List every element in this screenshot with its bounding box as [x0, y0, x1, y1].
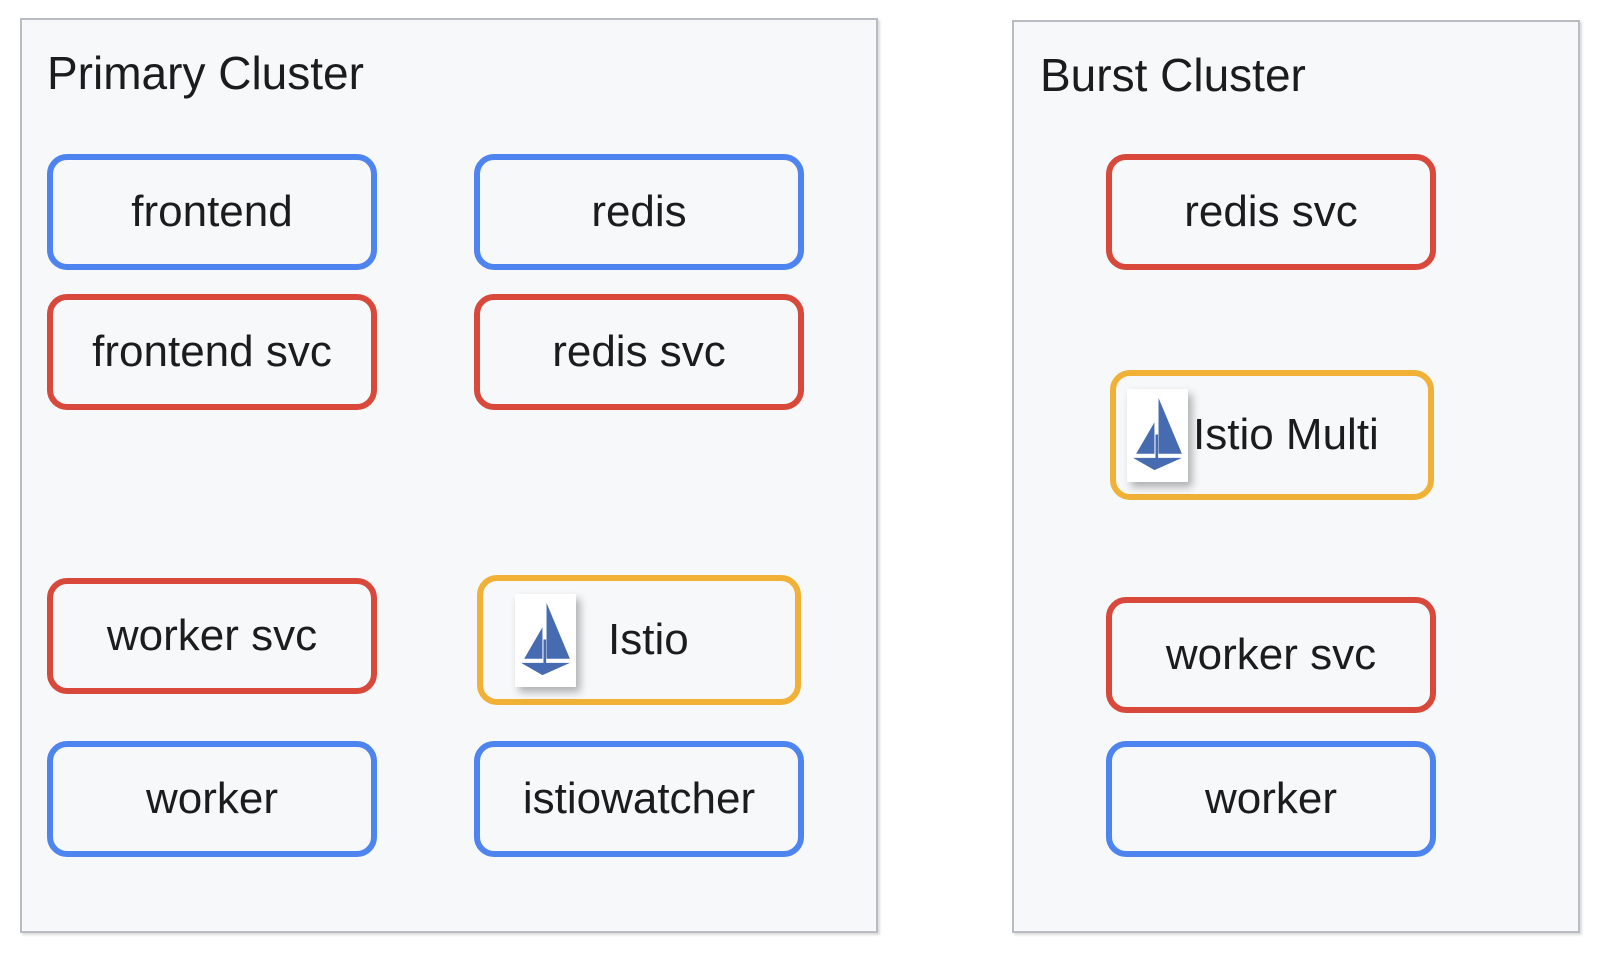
istio-sailboat-icon	[515, 593, 576, 687]
node-label: redis svc	[552, 327, 726, 376]
node-label: redis svc	[1184, 187, 1358, 236]
node-worker-svc-burst: worker svc	[1106, 597, 1436, 713]
node-worker-burst: worker	[1106, 741, 1436, 857]
istio-sailboat-icon	[1127, 388, 1188, 482]
node-redis-svc: redis svc	[474, 294, 804, 410]
burst-cluster-title: Burst Cluster	[1040, 49, 1306, 101]
primary-cluster: Primary Cluster frontend redis frontend …	[20, 18, 878, 933]
node-istio: Istio	[477, 575, 801, 705]
node-frontend-svc: frontend svc	[47, 294, 377, 410]
node-label: istiowatcher	[522, 774, 756, 823]
node-label: worker	[145, 774, 279, 823]
node-label: redis	[591, 187, 687, 236]
node-worker-svc: worker svc	[47, 578, 377, 694]
primary-cluster-title: Primary Cluster	[47, 47, 364, 99]
burst-cluster: Burst Cluster redis svc Istio Multi work…	[1012, 20, 1580, 933]
node-redis-svc-burst: redis svc	[1106, 154, 1436, 270]
node-redis: redis	[474, 154, 804, 270]
node-istiowatcher: istiowatcher	[474, 741, 804, 857]
node-label: worker	[1204, 774, 1338, 823]
node-label: frontend svc	[92, 327, 332, 376]
node-frontend: frontend	[47, 154, 377, 270]
node-label: Istio Multi	[1193, 410, 1379, 459]
node-istio-multi: Istio Multi	[1110, 370, 1434, 500]
node-label: frontend	[131, 187, 293, 236]
node-label: worker svc	[1165, 630, 1377, 679]
node-label: worker svc	[106, 611, 318, 660]
node-label: Istio	[608, 615, 689, 664]
node-worker: worker	[47, 741, 377, 857]
